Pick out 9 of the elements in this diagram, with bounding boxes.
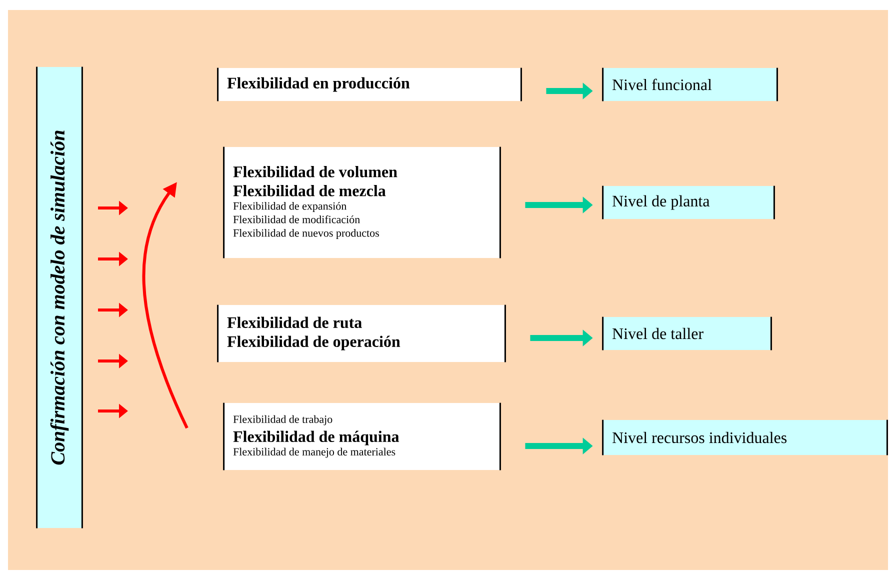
text-box: Flexibilidad en producción — [217, 68, 522, 102]
level-box: Nivel de planta — [602, 186, 775, 220]
level-box: Nivel de taller — [602, 316, 772, 350]
text-box: Flexibilidad de ruta Flexibilidad de operación — [217, 304, 506, 362]
level-box: Nivel funcional — [602, 68, 778, 102]
text-box: Flexibilidad de volumen Flexibilidad de mezcla Flexibilidad de expansión Flexibilidad de modificación Flexibilidad de nuevos productos — [223, 146, 501, 258]
level-box: Nivel recursos individuales — [602, 420, 888, 456]
vertical-title-bar: Confirmación con modelo de simulación — [36, 66, 83, 528]
text-box: Flexibilidad de trabajo Flexibilidad de máquina Flexibilidad de manejo de materiales — [223, 402, 501, 470]
